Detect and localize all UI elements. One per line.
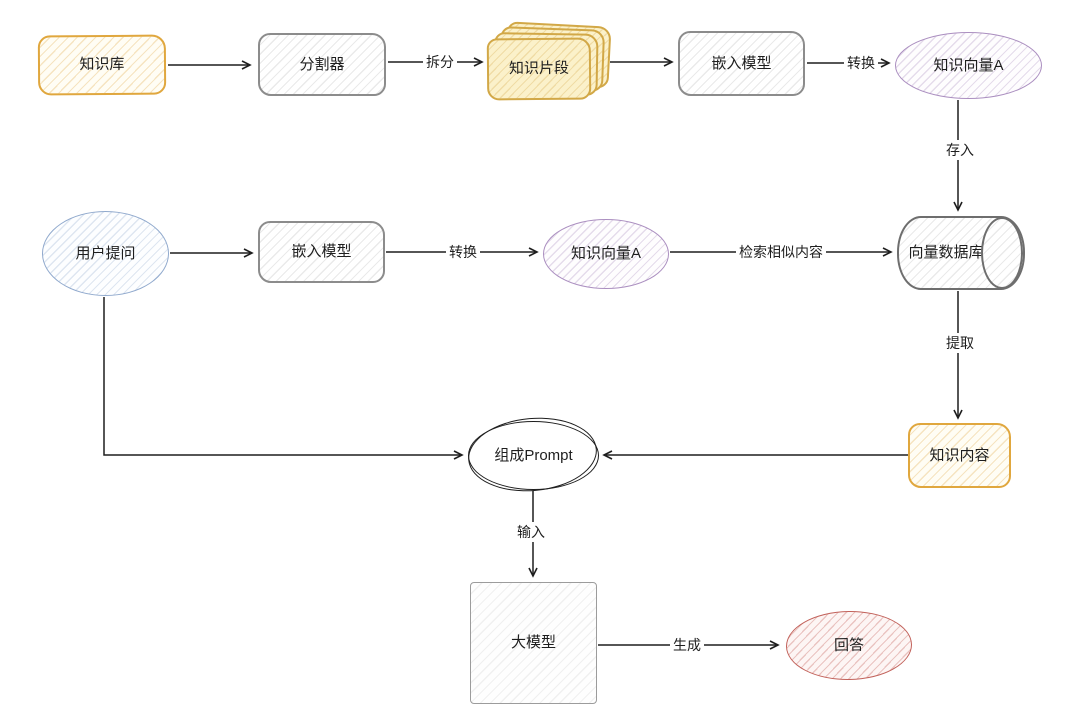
node-label: 嵌入模型	[291, 243, 352, 260]
node-knowledge-content: 知识内容	[908, 423, 1011, 488]
document-sheet	[498, 26, 606, 92]
edge-label-extract: 提取	[943, 333, 977, 353]
node-answer: 回答	[785, 609, 913, 682]
node-label: 分割器	[299, 55, 345, 73]
node-label: 嵌入模型	[711, 54, 772, 72]
node-large-model: 大模型	[470, 582, 597, 704]
node-embedding-model-mid: 嵌入模型	[258, 221, 385, 283]
edge-label-store: 存入	[943, 140, 977, 160]
edge-label-input: 输入	[514, 522, 548, 542]
node-label: 知识内容	[929, 446, 990, 464]
node-vector-database: 向量数据库	[897, 216, 1025, 290]
node-label: 组成Prompt	[494, 446, 573, 464]
node-splitter: 分割器	[258, 33, 386, 96]
edge-label-convert-mid: 转换	[446, 242, 480, 262]
node-label: 知识向量A	[570, 245, 641, 262]
node-embedding-model-top: 嵌入模型	[678, 31, 805, 96]
node-label: 向量数据库	[908, 244, 984, 261]
node-label: 知识向量A	[933, 56, 1004, 74]
node-label: 用户提问	[75, 244, 136, 262]
document-sheet	[504, 21, 612, 89]
node-label: 回答	[833, 636, 865, 654]
document-sheet-front: 知识片段	[486, 37, 592, 101]
node-label: 大模型	[510, 634, 556, 651]
edge-label-generate: 生成	[670, 635, 704, 655]
edge-label-retrieve-similar: 检索相似内容	[736, 242, 826, 262]
edge-label-convert-top: 转换	[844, 53, 878, 73]
edge-label-split: 拆分	[423, 52, 457, 72]
node-knowledge-vector-a-top: 知识向量A	[895, 32, 1042, 99]
node-user-question: 用户提问	[42, 211, 169, 296]
node-label: 知识片段	[508, 59, 570, 78]
node-compose-prompt: 组成Prompt	[468, 421, 599, 490]
node-knowledge-base: 知识库	[37, 34, 167, 96]
node-label: 知识库	[79, 55, 125, 74]
node-knowledge-fragments: 知识片段	[486, 21, 612, 104]
node-knowledge-vector-a-mid: 知识向量A	[543, 219, 669, 289]
document-sheet	[493, 32, 599, 96]
